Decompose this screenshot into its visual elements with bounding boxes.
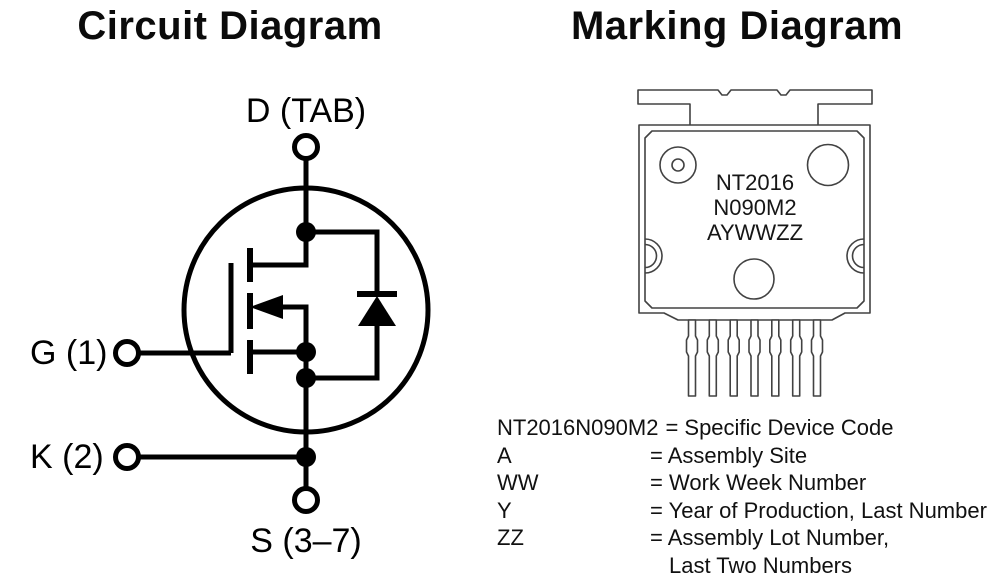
marking-diagram-title: Marking Diagram xyxy=(570,4,904,48)
drain-terminal-circle xyxy=(292,133,320,161)
diode-triangle xyxy=(358,296,396,326)
package-marking-line3: AYWWZZ xyxy=(706,220,804,245)
circuit-diagram-title: Circuit Diagram xyxy=(77,4,383,48)
top-right-circle xyxy=(806,143,850,187)
legend-text: = Year of Production, Last Number xyxy=(650,497,987,523)
junction-dot-drain xyxy=(296,222,316,242)
package-pin xyxy=(727,319,740,397)
diode-bottom-branch-line xyxy=(306,326,380,381)
legend-row-lot-number: ZZ = Assembly Lot Number, xyxy=(497,524,987,552)
left-side-notch-inner xyxy=(644,243,658,269)
junction-dot-kelvin xyxy=(296,447,316,467)
legend-text: = Assembly Lot Number, xyxy=(650,525,890,550)
package-pin xyxy=(789,319,803,397)
left-side-notch xyxy=(644,238,663,274)
package-body-inner-outline xyxy=(644,130,865,309)
legend-text: Last Two Numbers xyxy=(669,552,853,578)
kelvin-terminal-circle xyxy=(113,443,141,471)
body-arrow-line xyxy=(280,304,309,352)
right-side-notch xyxy=(846,238,865,274)
legend-label: Y xyxy=(497,497,512,523)
package-pin xyxy=(769,319,782,397)
legend-row-device-code: NT2016N090M2= Specific Device Code xyxy=(497,414,987,442)
package-pin xyxy=(810,319,824,397)
legend-label: WW xyxy=(497,470,539,495)
legend-row-lot-number-cont: Last Two Numbers xyxy=(497,552,987,580)
package-pin xyxy=(685,319,699,397)
legend-row-assembly-site: A = Assembly Site xyxy=(497,442,987,470)
circuit-diagram xyxy=(113,133,431,514)
marking-legend: NT2016N090M2= Specific Device Code A = As… xyxy=(497,414,987,579)
legend-text: = Specific Device Code xyxy=(665,415,894,440)
legend-label: ZZ xyxy=(497,525,524,550)
source-terminal-label: S (3–7) xyxy=(250,522,362,560)
pin1-indicator-dot xyxy=(671,158,685,172)
gate-terminal-label: G (1) xyxy=(30,334,108,372)
legend-row-work-week: WW = Work Week Number xyxy=(497,469,987,497)
package-pin xyxy=(748,319,761,397)
package-marking-line1: NT2016 xyxy=(715,170,795,195)
package-marking-text: NT2016 N090M2 AYWWZZ xyxy=(707,170,803,245)
kelvin-terminal-label: K (2) xyxy=(30,438,104,476)
legend-text: = Work Week Number xyxy=(650,470,867,495)
junction-dot-source xyxy=(296,342,316,362)
legend-row-year: Y = Year of Production, Last Number xyxy=(497,497,987,525)
legend-label: A xyxy=(497,442,512,468)
bottom-center-circle xyxy=(733,258,775,300)
drain-terminal-label: D (TAB) xyxy=(245,92,367,130)
right-side-notch-inner xyxy=(851,243,865,269)
package-tab xyxy=(637,89,873,127)
body-arrow-head xyxy=(250,295,283,319)
package-pin xyxy=(706,319,720,397)
legend-label xyxy=(497,552,643,580)
package-marking-line2: N090M2 xyxy=(713,195,797,220)
package-pins xyxy=(685,319,824,397)
source-terminal-circle xyxy=(292,486,320,514)
gate-terminal-circle xyxy=(113,339,141,367)
package-outline xyxy=(637,89,873,397)
drain-internal-line xyxy=(250,232,309,268)
diode-top-branch-line xyxy=(306,229,380,294)
legend-label: NT2016N090M2 xyxy=(497,415,659,440)
legend-text: = Assembly Site xyxy=(650,442,808,468)
junction-dot-diode xyxy=(296,368,316,388)
